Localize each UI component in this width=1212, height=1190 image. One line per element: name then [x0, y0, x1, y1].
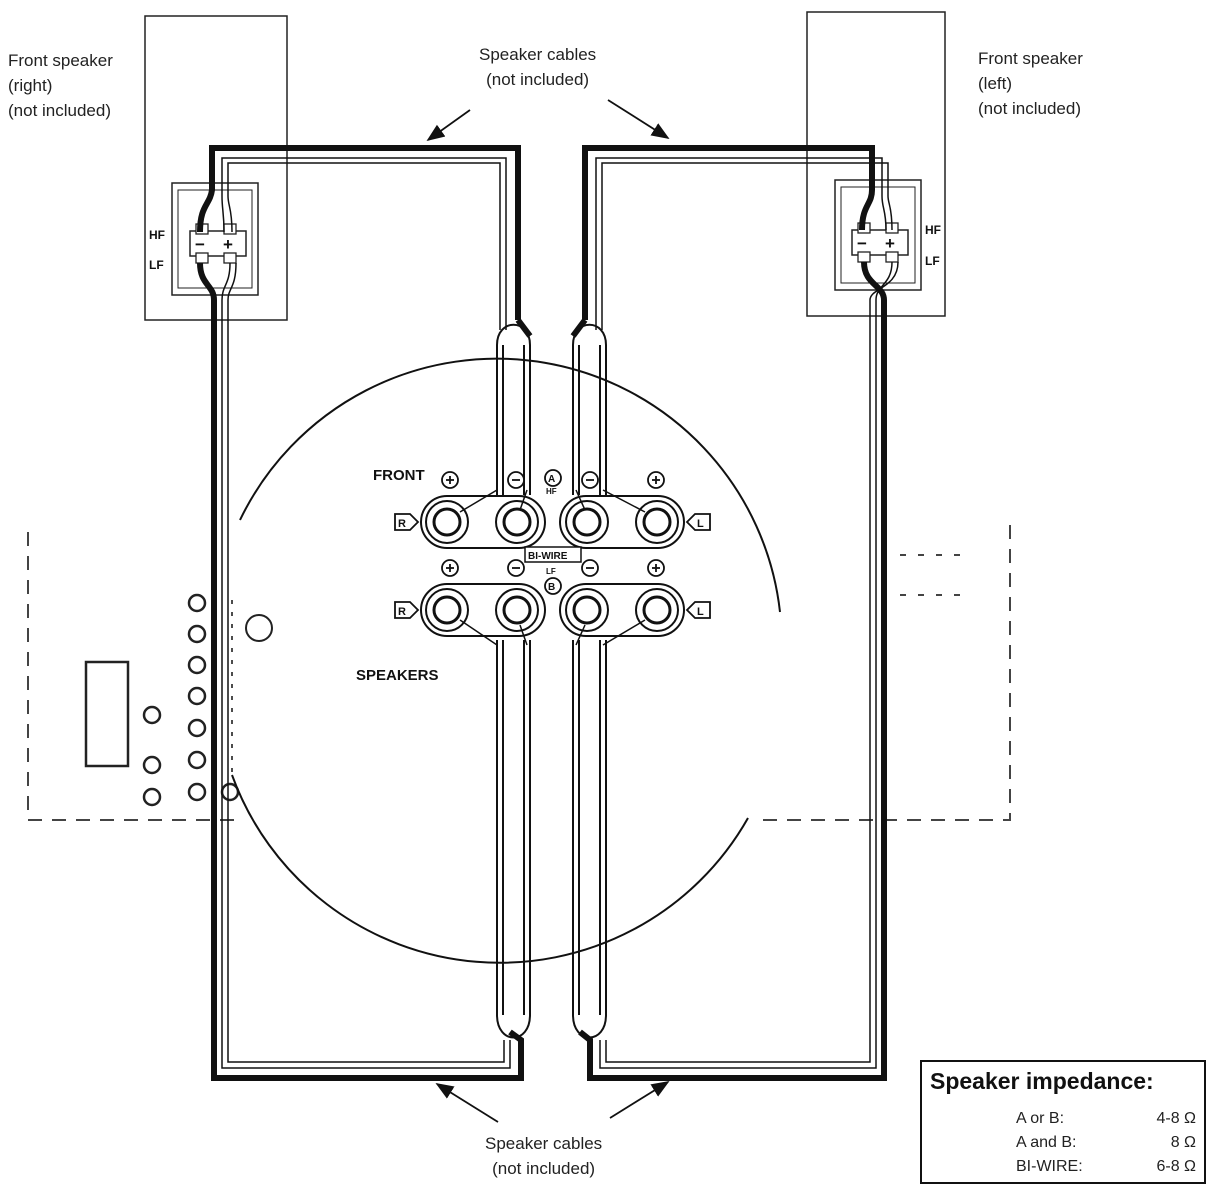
- cable-left-hf-negative: [582, 145, 875, 320]
- cable-end-right-top: [515, 318, 533, 338]
- polarity-marks: [446, 476, 660, 572]
- panel-knob: [245, 614, 273, 642]
- cable-right-lf-positive: [221, 262, 511, 1069]
- channel-l-a: L: [697, 518, 704, 530]
- callout-line: Front speaker: [978, 49, 1083, 68]
- callout-line: Front speaker: [8, 51, 113, 70]
- terminal-leads: [459, 489, 646, 646]
- speaker-right-hf-label: HF: [149, 228, 165, 242]
- cable-right-lf-negative: [197, 262, 524, 1081]
- polarity-symbols: [441, 469, 665, 595]
- speaker-cables-top-callout: Speaker cables (not included): [479, 42, 596, 92]
- speaker-impedance-box: Speaker impedance: A or B: 4-8 Ω A and B…: [920, 1060, 1206, 1184]
- front-speaker-right-callout: Front speaker (right) (not included): [8, 48, 113, 123]
- speakers-label: SPEAKERS: [356, 667, 439, 684]
- front-speaker-left-callout: Front speaker (left) (not included): [978, 46, 1083, 121]
- cable-end-right-neg: [508, 1029, 524, 1060]
- impedance-row-label: A and B:: [1016, 1134, 1077, 1151]
- speaker-right-cabinet: [144, 15, 288, 321]
- callout-line: (not included): [492, 1159, 596, 1178]
- callout-line: (not included): [486, 70, 590, 89]
- bi-wire-plate: [524, 546, 582, 563]
- channel-tags: [394, 513, 711, 619]
- callout-line: Speaker cables: [479, 45, 597, 64]
- cable-right-hf-negative: [197, 145, 521, 320]
- cable-left-lf-negative: [587, 261, 887, 1081]
- front-label: FRONT: [373, 467, 425, 484]
- cable-right-hf-positive: [221, 157, 507, 330]
- cable-end-left-neg: [578, 1029, 593, 1060]
- terminal-posts-a: [425, 500, 679, 544]
- callout-line: (left): [978, 74, 1012, 93]
- channel-r-b: R: [398, 606, 406, 618]
- impedance-row-label: A or B:: [1016, 1110, 1065, 1127]
- speaker-left-cabinet: [806, 11, 946, 317]
- terminal-b-letter: B: [548, 582, 555, 593]
- impedance-row-value: 8 Ω: [1170, 1134, 1196, 1151]
- speaker-right-plus: +: [223, 235, 233, 254]
- cable-end-left-top: [570, 318, 588, 338]
- speaker-right-minus: −: [195, 235, 205, 254]
- channel-r-a: R: [398, 518, 406, 530]
- speaker-right-lf-label: LF: [149, 258, 164, 272]
- terminal-b-lf: LF: [546, 567, 556, 576]
- cable-left-lf-positive: [599, 261, 899, 1069]
- cable-fork-top: [496, 323, 607, 495]
- speaker-left-minus: −: [857, 234, 867, 253]
- channel-l-b: L: [697, 606, 704, 618]
- panel-jacks: [142, 593, 240, 807]
- speaker-left-plus: +: [885, 234, 895, 253]
- cable-left-hf-positive: [595, 157, 893, 330]
- terminal-a-letter: A: [548, 474, 555, 485]
- speaker-left-lf-label: LF: [925, 254, 940, 268]
- bi-wire-label: BI-WIRE: [528, 551, 568, 562]
- impedance-row-value: 4-8 Ω: [1156, 1110, 1196, 1127]
- impedance-title: Speaker impedance:: [930, 1068, 1154, 1094]
- terminal-posts-b: [425, 588, 679, 632]
- impedance-row: A or B: 4-8 Ω: [922, 1110, 1204, 1134]
- callout-line: (right): [8, 76, 53, 95]
- cable-fork-bottom: [496, 640, 607, 1039]
- impedance-row: A and B: 8 Ω: [922, 1134, 1204, 1158]
- impedance-row-value: 6-8 Ω: [1156, 1158, 1196, 1175]
- terminal-a-hf: HF: [546, 487, 557, 496]
- impedance-row: BI-WIRE: 6-8 Ω: [922, 1158, 1204, 1182]
- callout-line: (not included): [8, 101, 112, 120]
- amplifier-rear-panel: [27, 525, 1011, 821]
- speaker-left-hf-label: HF: [925, 223, 941, 237]
- callout-line: Speaker cables: [485, 1134, 603, 1153]
- callout-arrows: [426, 99, 670, 1123]
- speaker-cables-bottom-callout: Speaker cables (not included): [485, 1131, 602, 1181]
- panel-slot: [84, 660, 130, 768]
- magnifier-circle: [231, 357, 781, 964]
- impedance-row-label: BI-WIRE:: [1016, 1158, 1083, 1175]
- callout-line: (not included): [978, 99, 1082, 118]
